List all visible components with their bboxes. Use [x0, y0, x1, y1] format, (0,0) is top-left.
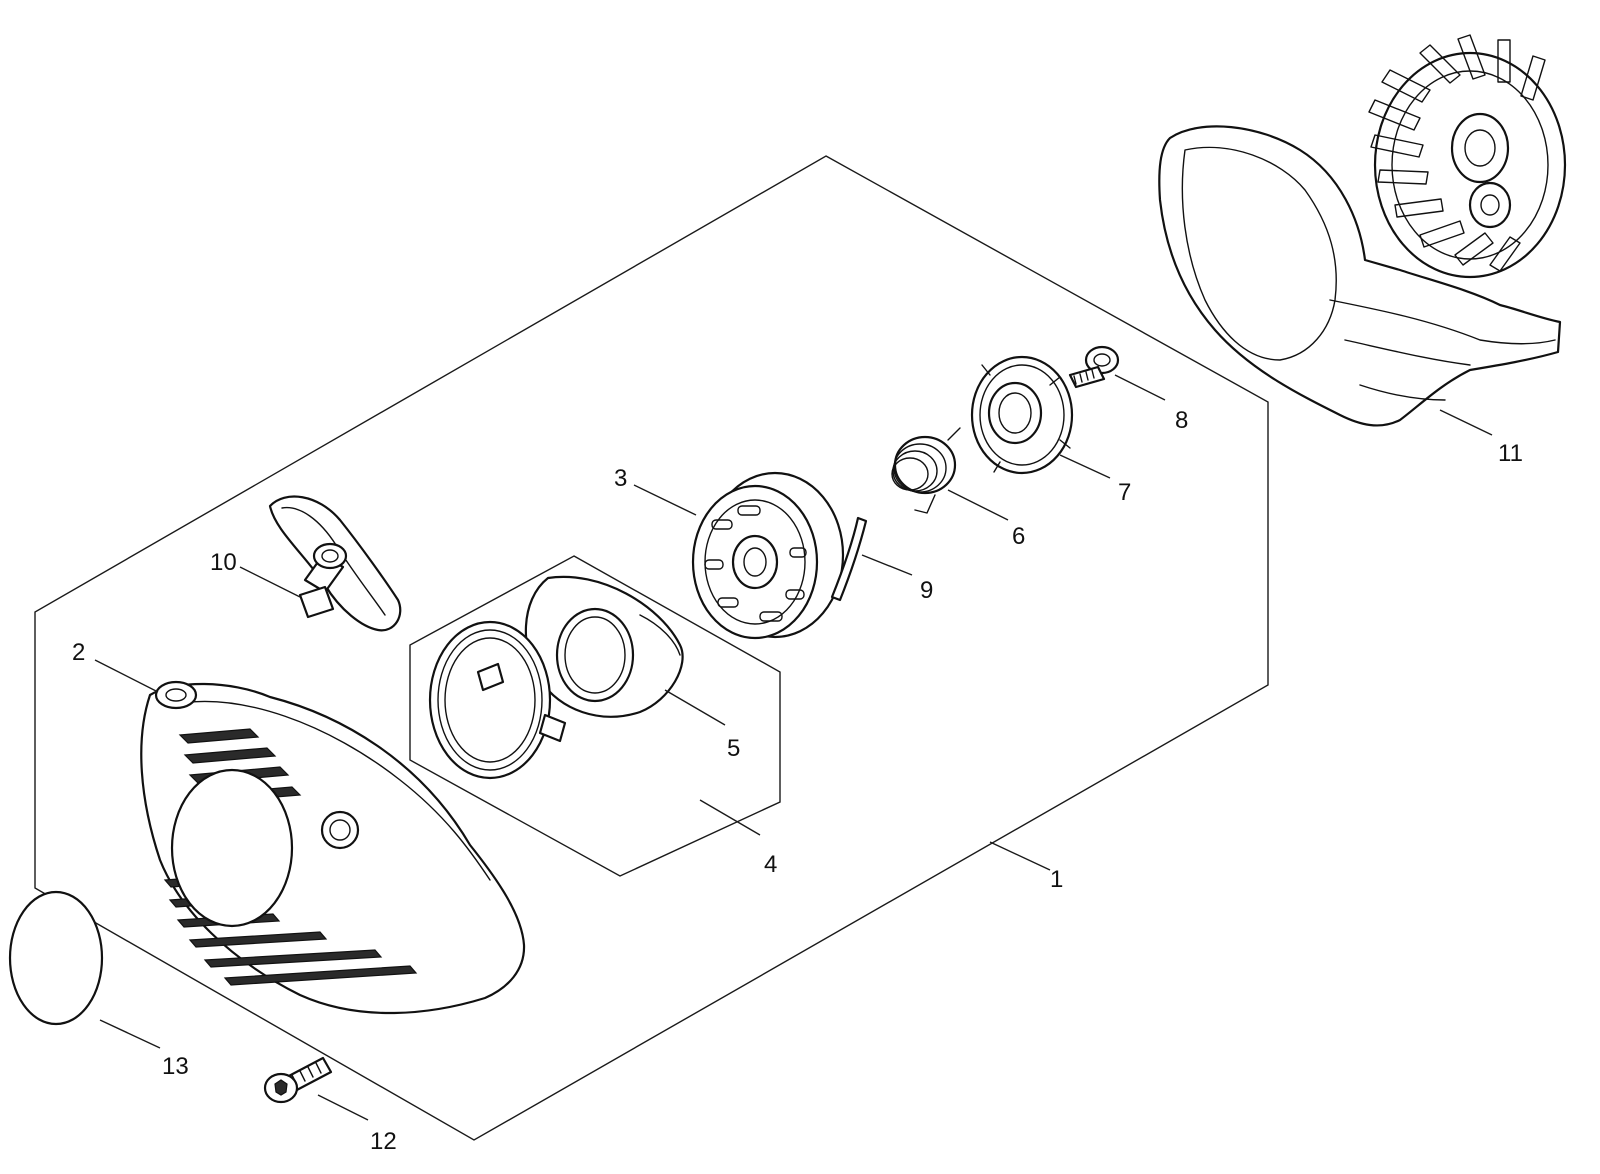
- torx-screw-icon: [263, 1056, 333, 1104]
- spring-case-icon: [524, 575, 684, 718]
- callout-11: 11: [1498, 440, 1523, 467]
- callout-labels: 1 2 3 4 5 6 7 8 9 10 11 12 13: [72, 407, 1523, 1155]
- leader-lines: [94, 374, 1493, 1121]
- callout-12: 12: [370, 1128, 397, 1155]
- leader-4: [699, 799, 761, 836]
- leader-9: [861, 554, 913, 576]
- pulley-windows: [704, 505, 807, 622]
- flywheel-fins: [1368, 34, 1546, 272]
- starter-handle-icon: [268, 495, 402, 632]
- callout-3: 3: [614, 465, 627, 492]
- leader-7: [1059, 454, 1111, 479]
- leader-3: [633, 484, 697, 516]
- callout-9: 9: [920, 577, 933, 604]
- leader-6: [947, 489, 1009, 521]
- leader-1: [989, 841, 1051, 871]
- assembly-4-outline: [409, 555, 781, 877]
- callout-5: 5: [727, 735, 740, 762]
- leader-5: [664, 689, 726, 726]
- callout-4: 4: [764, 851, 777, 878]
- screw-icon: [1068, 345, 1120, 389]
- callout-6: 6: [1012, 523, 1025, 550]
- rope-pulley-icon: [691, 471, 845, 640]
- leader-13: [99, 1019, 161, 1049]
- leader-8: [1114, 374, 1166, 401]
- starter-cover-icon: [140, 680, 526, 1015]
- recoil-spring-icon: [428, 620, 567, 780]
- callout-13: 13: [162, 1053, 189, 1080]
- leader-11: [1439, 409, 1493, 436]
- leader-12: [317, 1094, 369, 1121]
- callout-7: 7: [1118, 479, 1131, 506]
- callout-2: 2: [72, 639, 85, 666]
- leader-10: [239, 566, 301, 598]
- coil-spring-icon: [891, 427, 961, 514]
- callout-8: 8: [1175, 407, 1188, 434]
- leader-2: [94, 659, 159, 693]
- callout-1: 1: [1050, 866, 1063, 893]
- callout-10: 10: [210, 549, 237, 576]
- assembly-1-outline: [34, 155, 1269, 1141]
- ratchet-hub-icon: [970, 355, 1074, 475]
- starter-rope-icon: [830, 516, 868, 602]
- flywheel-icon: [1158, 34, 1567, 427]
- disc-icon: [8, 890, 104, 1026]
